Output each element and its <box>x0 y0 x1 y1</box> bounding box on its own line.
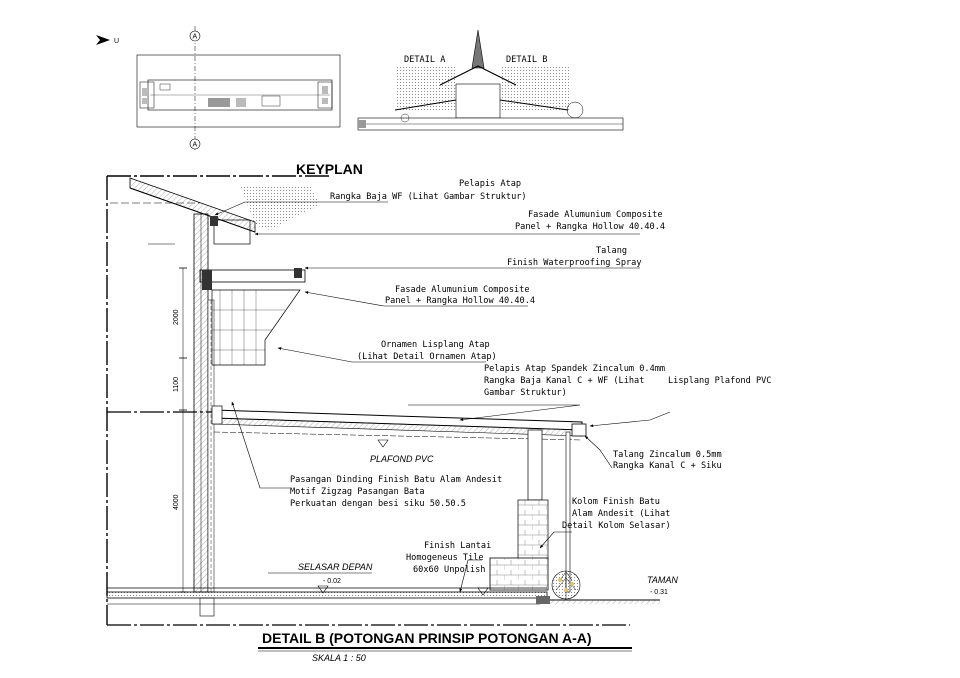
plafond-label: PLAFOND PVC <box>370 454 434 464</box>
grid-tag-top-icon <box>189 30 201 42</box>
level-marker-icon <box>317 585 329 594</box>
annotation-spandek-l1: Pelapis Atap Spandek Zincalum 0.4mm <box>484 364 665 374</box>
annotation-ornamen-l1: Ornamen Lisplang Atap <box>381 340 490 350</box>
level-marker-icon <box>377 439 389 448</box>
annotation-spandek-l2: Rangka Baja Kanal C + WF (Lihat <box>484 376 644 386</box>
annotation-lantai-l1: Finish Lantai <box>424 541 491 551</box>
detail-b-label: DETAIL B <box>506 55 547 65</box>
annotation-lisplang: Lisplang Plafond PVC <box>668 376 771 386</box>
annotation-fasade-1-l1: Fasade Alumunium Composite <box>528 210 663 220</box>
plant-icon <box>551 570 581 600</box>
annotation-spandek-l3: Gambar Struktur) <box>484 388 567 398</box>
selasar-level: - 0.02 <box>323 578 341 585</box>
keyplan-section: DETAIL A DETAIL B <box>357 29 624 131</box>
grid-tag-bottom: A <box>193 142 198 149</box>
annotation-ornamen-l2: (Lihat Detail Ornamen Atap) <box>357 352 497 362</box>
taman-level: - 0.31 <box>650 589 668 596</box>
annotation-lantai-l2: Homogeneus Tile <box>406 553 484 563</box>
annotation-talang-zincalum-l1: Talang Zincalum 0.5mm <box>613 450 722 460</box>
level-labels: PLAFOND PVC SELASAR DEPAN - 0.02 TAMAN -… <box>268 439 678 596</box>
annotation-talang-zincalum-l2: Rangka Kanal C + Siku <box>613 461 722 471</box>
detail-section <box>106 175 660 626</box>
detail-a-label: DETAIL A <box>404 55 446 65</box>
annotation-fasade-1-l2: Panel + Rangka Hollow 40.40.4 <box>515 222 665 232</box>
dimension-2000: 2000 <box>173 309 180 325</box>
annotation-kolom-l3: Detail Kolom Selasar) <box>562 521 671 531</box>
dimension-4000: 4000 <box>173 494 180 510</box>
keyplan-title: KEYPLAN <box>296 161 363 177</box>
annotation-lantai-l3: 60x60 Unpolish <box>413 565 485 575</box>
grid-tag-top: A <box>193 34 198 41</box>
leader-lines <box>214 201 671 593</box>
annotation-fasade-2-l2: Panel + Rangka Hollow 40.40.4 <box>385 296 535 306</box>
drawing-title: DETAIL B (POTONGAN PRINSIP POTONGAN A-A)… <box>258 630 632 663</box>
selasar-label: SELASAR DEPAN <box>298 562 373 572</box>
scale-label: SKALA 1 : 50 <box>312 653 366 663</box>
dimension-line: 2000 1100 4000 <box>173 267 187 593</box>
annotation-talang-l1: Talang <box>596 246 627 256</box>
annotations: Pelapis Atap Rangka Baja WF (Lihat Gamba… <box>290 179 771 575</box>
annotation-kolom-l1: Kolom Finish Batu <box>572 497 660 507</box>
dimension-1100: 1100 <box>173 377 180 392</box>
annotation-fasade-2-l1: Fasade Alumunium Composite <box>395 285 530 295</box>
annotation-kolom-l2: Alam Andesit (Lihat <box>572 509 670 519</box>
annotation-pelapis-atap-l1: Pelapis Atap <box>459 179 521 189</box>
detail-title: DETAIL B (POTONGAN PRINSIP POTONGAN A-A) <box>262 630 592 646</box>
keyplan-floorplan: A A <box>136 26 341 150</box>
annotation-dinding-l2: Motif Zigzag Pasangan Bata <box>290 487 425 497</box>
north-arrow: U <box>96 35 119 45</box>
annotation-pelapis-atap-l2: Rangka Baja WF (Lihat Gambar Struktur) <box>330 192 527 202</box>
annotation-dinding-l1: Pasangan Dinding Finish Batu Alam Andesi… <box>290 475 502 485</box>
north-label: U <box>114 38 119 45</box>
annotation-dinding-l3: Perkuatan dengan besi siku 50.50.5 <box>290 499 466 509</box>
grid-tag-bottom-icon <box>189 138 201 150</box>
taman-label: TAMAN <box>647 575 678 585</box>
level-marker-icon <box>477 587 489 596</box>
north-arrow-icon <box>96 35 110 45</box>
annotation-talang-l2: Finish Waterproofing Spray <box>507 258 642 268</box>
